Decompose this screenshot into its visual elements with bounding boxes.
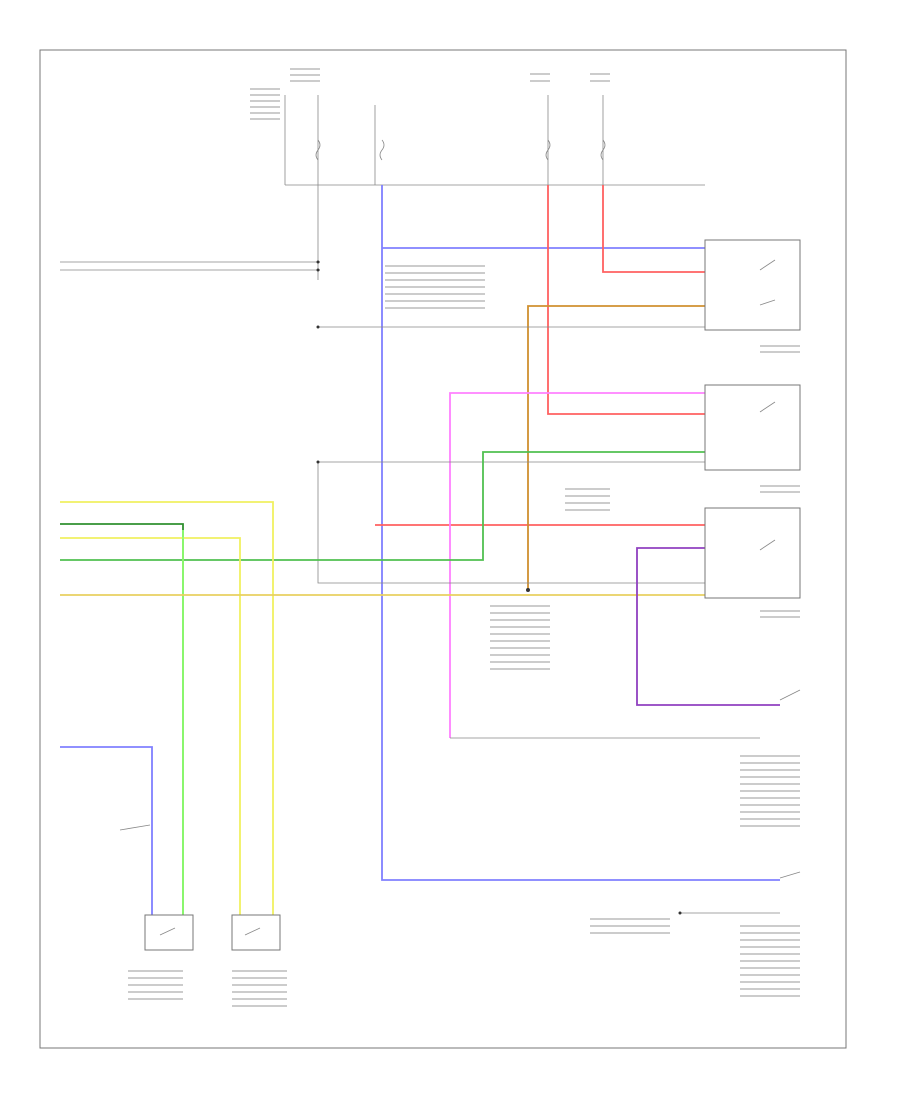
fuse-icon <box>315 139 606 161</box>
right-labels <box>590 345 800 997</box>
center-module-labels <box>385 265 610 670</box>
wire-green <box>60 451 705 561</box>
top-left-labels <box>250 68 610 120</box>
wire-blue-left <box>60 746 153 915</box>
switch-box-1 <box>704 239 801 331</box>
wire-red-2 <box>602 185 705 273</box>
wire-blue-main <box>381 185 780 881</box>
bottom-left-labels <box>128 970 287 1007</box>
wire-gray-3 <box>317 462 705 584</box>
switch-box-4 <box>779 689 801 879</box>
wire-red-1 <box>547 185 705 415</box>
wire-dark-green <box>60 523 184 915</box>
wire-pink <box>449 392 705 738</box>
connector-pins <box>316 260 682 915</box>
switch-box-2 <box>704 384 801 471</box>
wire-yellow-1 <box>60 501 274 915</box>
wire-purple <box>636 547 780 706</box>
bottom-left-switches <box>119 824 281 951</box>
wire-orange <box>527 305 705 590</box>
switch-box-3 <box>704 507 801 599</box>
wire-yellow-2 <box>60 537 241 915</box>
diagram-border <box>39 49 847 1049</box>
